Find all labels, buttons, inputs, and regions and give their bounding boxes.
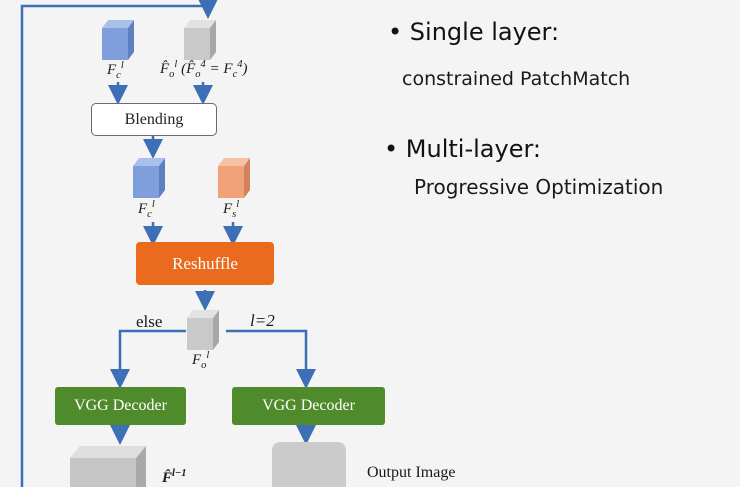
label-fc-mid: Fcl bbox=[138, 199, 155, 220]
feature-block-bottom bbox=[70, 446, 146, 487]
feature-cube-fc-mid bbox=[133, 158, 165, 198]
bullet-multi-layer: • Multi-layer: bbox=[384, 135, 541, 163]
feature-cube-fo-mid bbox=[187, 310, 219, 350]
feature-cube-fc-top bbox=[102, 20, 134, 60]
bullet-single-layer-detail: constrained PatchMatch bbox=[402, 68, 631, 90]
blending-box: Blending bbox=[91, 103, 217, 136]
vgg-decoder-right: VGG Decoder bbox=[232, 387, 385, 425]
label-fo-mid: Fol bbox=[192, 350, 210, 371]
label-f-bottom: F̂l−1 bbox=[162, 468, 187, 486]
feature-cube-fo-top bbox=[184, 20, 216, 60]
bullet-multi-layer-detail: Progressive Optimization bbox=[414, 175, 664, 199]
output-image-label: Output Image bbox=[367, 464, 456, 481]
label-fc-top: Fcl bbox=[107, 60, 124, 81]
vgg-decoder-left: VGG Decoder bbox=[55, 387, 186, 425]
label-fs-mid: Fsl bbox=[223, 199, 240, 220]
l2-label: l=2 bbox=[250, 311, 275, 330]
feature-cube-fs-mid bbox=[218, 158, 250, 198]
bullet-multi-layer-title: Multi-layer: bbox=[405, 135, 541, 163]
else-label: else bbox=[136, 312, 163, 331]
bullet-single-layer: • Single layer: bbox=[388, 18, 560, 46]
reshuffle-box: Reshuffle bbox=[136, 242, 274, 285]
output-image-block bbox=[272, 442, 346, 487]
label-fo-top: F̂ol (F̂o4 = Fc4) bbox=[160, 59, 248, 80]
bullet-single-layer-title: Single layer: bbox=[409, 18, 560, 46]
